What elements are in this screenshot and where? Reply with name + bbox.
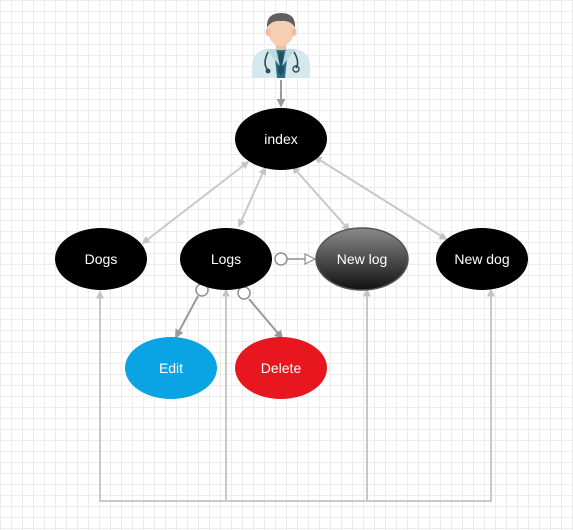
node-edit-label: Edit [159,360,183,376]
connector-logs-new-log-origin [274,252,288,266]
connector-index-new-log [291,165,351,232]
node-new-log-label: New log [337,251,388,267]
connector-logs-delete-origin [237,286,251,300]
node-delete[interactable]: Delete [235,337,327,399]
node-delete-label: Delete [261,360,302,376]
node-new-dog-label: New dog [454,251,509,267]
doctor-icon [252,13,310,78]
connector-logs-edit [175,295,199,339]
connector-logs-delete [248,298,284,340]
node-new-log[interactable]: New log [315,227,409,291]
connector-bus-new-dog [367,288,495,502]
node-index[interactable]: index [235,108,327,170]
node-dogs[interactable]: Dogs [55,228,147,290]
connector-bus-dogs [96,290,226,502]
node-dogs-label: Dogs [85,251,118,267]
connector-index-dogs [141,161,250,244]
node-logs-label: Logs [211,251,241,267]
connector-index-logs [237,166,267,228]
node-logs[interactable]: Logs [180,228,272,290]
node-index-label: index [264,131,297,147]
node-edit[interactable]: Edit [125,337,217,399]
node-new-dog[interactable]: New dog [436,228,528,290]
connector-index-new-dog [313,156,448,240]
